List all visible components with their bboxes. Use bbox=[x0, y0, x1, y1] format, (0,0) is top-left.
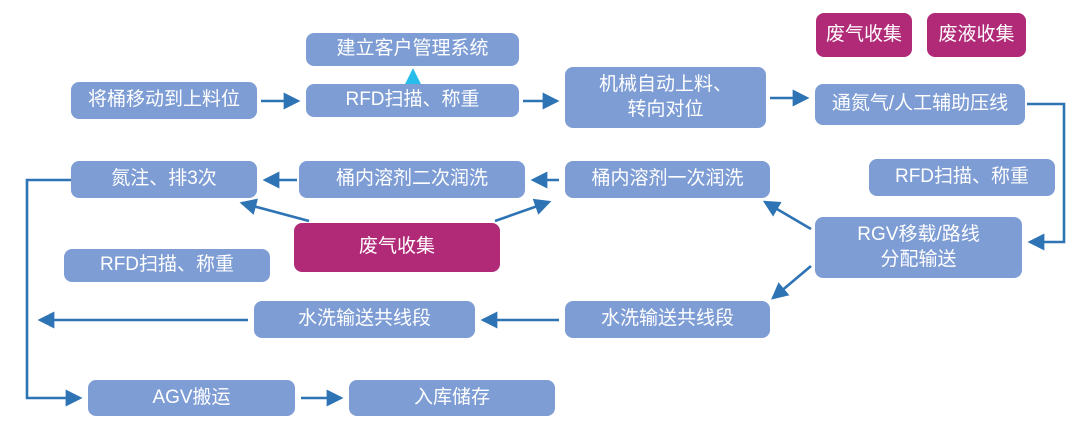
arrow-rgv-to-rinse1 bbox=[762, 200, 812, 231]
node-rinse-second: 桶内溶剂二次润洗 bbox=[299, 161, 525, 198]
node-wash-left: 水洗输送共线段 bbox=[254, 301, 475, 338]
arrow-wastegas-to-purge bbox=[239, 198, 310, 223]
node-storage: 入库储存 bbox=[349, 380, 555, 416]
node-rfd-scan-1: RFD扫描、称重 bbox=[306, 84, 519, 117]
node-rinse-first: 桶内溶剂一次润洗 bbox=[565, 161, 770, 198]
node-waste-gas-top: 废气收集 bbox=[816, 13, 912, 57]
arrow-purge-to-agv bbox=[25, 178, 83, 407]
arrow-wastegas-to-rinse1 bbox=[494, 198, 552, 223]
node-rfd-scan-left: RFD扫描、称重 bbox=[64, 249, 270, 282]
node-nitrogen-press: 通氮气/人工辅助压线 bbox=[815, 84, 1025, 125]
node-nitrogen-purge: 氮注、排3次 bbox=[71, 161, 257, 198]
node-agv: AGV搬运 bbox=[88, 380, 295, 416]
node-wash-right: 水洗输送共线段 bbox=[565, 301, 770, 338]
node-move-barrel: 将桶移动到上料位 bbox=[71, 82, 257, 119]
node-rgv: RGV移载/路线 分配输送 bbox=[815, 217, 1022, 278]
arrow-rgv-to-washright bbox=[771, 265, 812, 300]
node-auto-load: 机械自动上料、 转向对位 bbox=[565, 67, 766, 128]
node-rfd-scan-right: RFD扫描、称重 bbox=[869, 159, 1055, 196]
node-waste-gas-mid: 废气收集 bbox=[294, 223, 500, 272]
node-crm: 建立客户管理系统 bbox=[306, 33, 519, 66]
node-waste-liquid-top: 废液收集 bbox=[927, 13, 1026, 57]
